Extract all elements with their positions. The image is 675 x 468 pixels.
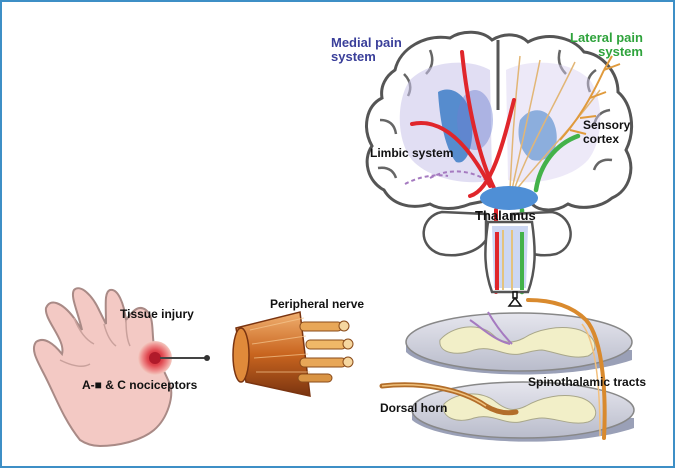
lateral-label-line1: Lateral pain bbox=[570, 31, 643, 45]
tissue-injury-label: Tissue injury bbox=[120, 307, 194, 321]
thalamus-shape bbox=[480, 186, 538, 210]
dorsal-horn-label: Dorsal horn bbox=[380, 401, 447, 415]
brain bbox=[367, 32, 632, 292]
nociceptors-label: A-■ & C nociceptors bbox=[82, 378, 197, 392]
sensory-label-line2: cortex bbox=[583, 132, 630, 146]
peripheral-nerve bbox=[233, 312, 353, 396]
peripheral-nerve-label: Peripheral nerve bbox=[270, 297, 364, 311]
up-arrow bbox=[509, 292, 521, 306]
spinothalamic-tracts-label: Spinothalamic tracts bbox=[528, 375, 646, 389]
medial-pain-system-label: Medial pain system bbox=[331, 36, 402, 64]
thalamus-label: Thalamus bbox=[475, 208, 536, 223]
medial-label-line2: system bbox=[331, 50, 402, 64]
lateral-pain-system-label: Lateral pain system bbox=[570, 31, 643, 59]
limbic-system-label: Limbic system bbox=[370, 146, 453, 160]
medial-label-line1: Medial pain bbox=[331, 36, 402, 50]
sensory-cortex-label: Sensory cortex bbox=[583, 118, 630, 146]
sensory-label-line1: Sensory bbox=[583, 118, 630, 132]
lateral-label-line2: system bbox=[570, 45, 643, 59]
